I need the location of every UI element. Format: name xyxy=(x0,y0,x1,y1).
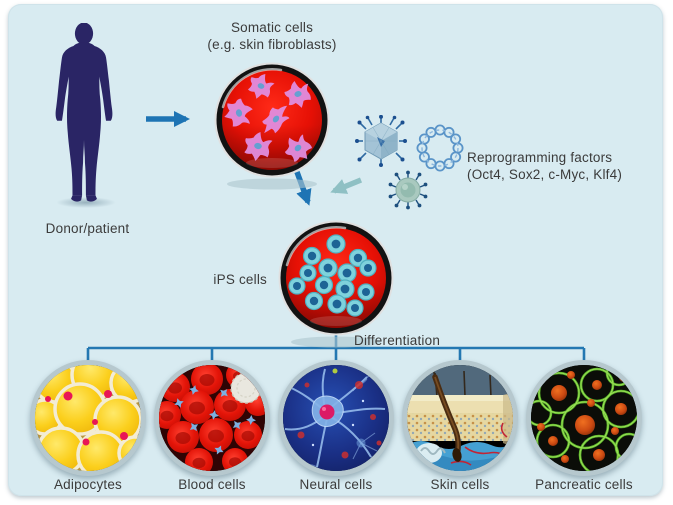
fibroblast-cells-icon xyxy=(220,69,317,168)
round-virus-icon xyxy=(388,170,428,210)
adipocytes-label: Adipocytes xyxy=(53,477,123,492)
somatic-cells-label: Somatic cells (e.g. skin fibroblasts) xyxy=(207,20,337,52)
ips-colony-cells-icon xyxy=(288,234,377,317)
adipocytes-circle xyxy=(30,360,146,476)
reprogramming-factors-label: Reprogramming factors (Oct4, Sox2, c-Myc… xyxy=(467,150,623,182)
pancreatic-cells-circle xyxy=(526,360,642,476)
donor-patient-label: Donor/patient xyxy=(45,221,130,236)
human-silhouette-icon xyxy=(55,23,113,202)
skin-cells-label: Skin cells xyxy=(430,477,490,492)
differentiation-label: Differentiation xyxy=(354,333,441,348)
neural-cells-label: Neural cells xyxy=(299,477,373,492)
petri-dish-somatic-icon xyxy=(214,62,330,190)
plasmid-dna-ring-icon xyxy=(416,124,464,172)
petri-dish-ips-icon xyxy=(278,220,394,348)
arrow-factors-to-cells-icon xyxy=(330,177,363,194)
pancreatic-cells-label: Pancreatic cells xyxy=(535,477,633,492)
neural-cells-circle xyxy=(278,360,394,476)
blood-cells-circle xyxy=(154,360,270,476)
skin-cells-circle xyxy=(402,360,518,476)
blood-cells-label: Blood cells xyxy=(178,477,246,492)
ips-cells-label: iPS cells xyxy=(213,272,267,287)
adenovirus-icon xyxy=(355,115,407,167)
figure-shadow xyxy=(56,197,116,208)
